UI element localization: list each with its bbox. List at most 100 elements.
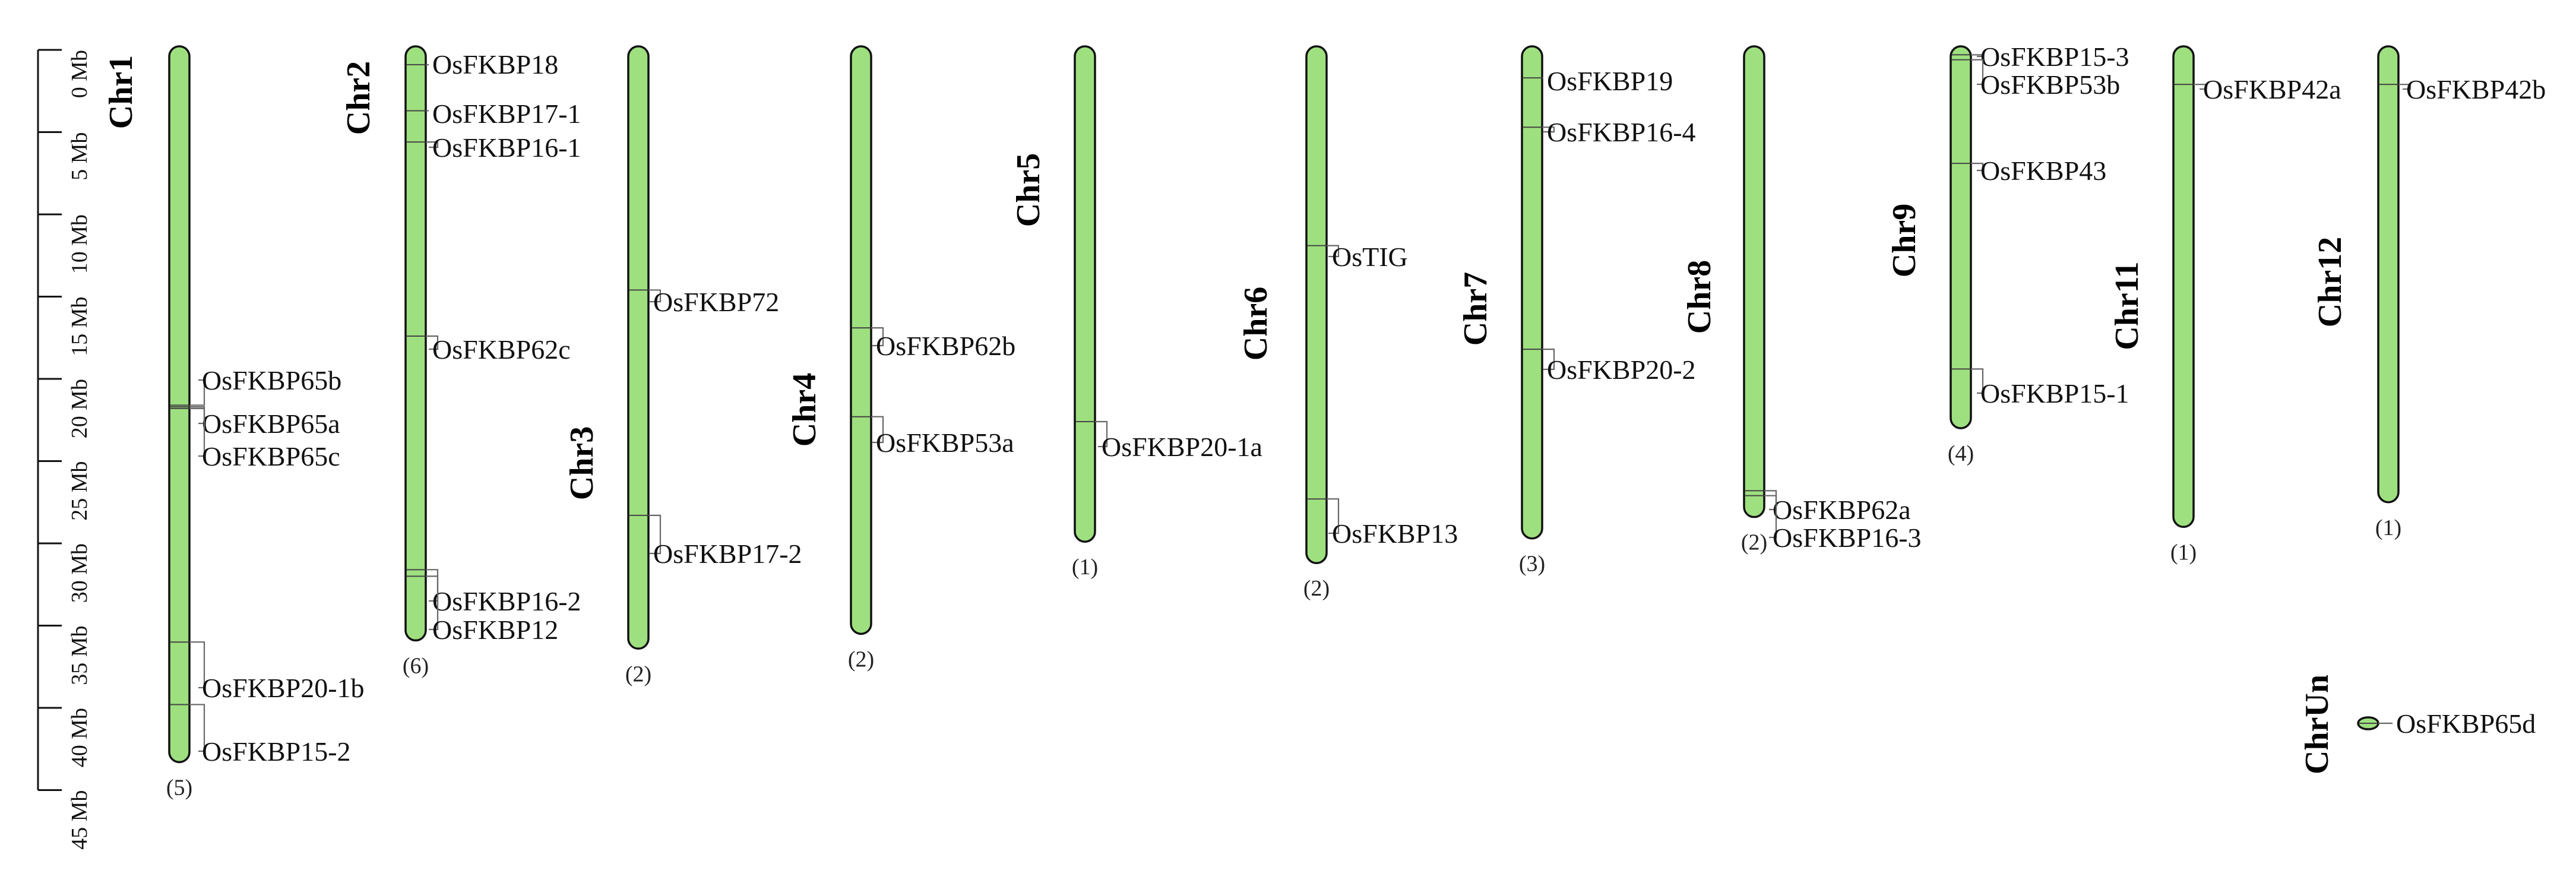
scale-tick-label: 5 Mb [67,132,92,181]
gene-marker: OsFKBP65c [170,407,340,472]
gene-marker: OsFKBP20-1a [1076,420,1262,462]
chr11-name-label: Chr11 [2109,261,2145,350]
gene-marker: OsFKBP16-4 [1523,117,1696,147]
gene-label: OsFKBP13 [1332,518,1458,549]
gene-leader-line [426,335,439,350]
scale-tick-label: 10 Mb [67,214,92,274]
chr1-body [168,45,191,764]
chr1-name-label: Chr1 [103,55,140,129]
gene-marker: OsFKBP20-1b [170,641,365,703]
scale-tick-label: 30 Mb [67,543,92,603]
gene-leader-line [871,327,884,347]
gene-marker: OsFKBP20-2 [1523,349,1696,385]
gene-leader-line [1764,495,1777,539]
gene-leader-line [1327,245,1340,258]
gene-label: OsFKBP16-4 [1547,117,1696,147]
chr12-gene-count: (1) [2375,515,2401,540]
scale-tick-label: 25 Mb [67,461,92,521]
gene-leader-line [189,407,205,457]
gene-leader-line [1971,368,1984,394]
chromosome-chr9: Chr9(4)OsFKBP15-3OsFKBP53bOsFKBP43OsFKBP… [1886,42,2129,466]
gene-marker: OsFKBP53b [1952,59,2120,100]
gene-marker: OsFKBP19 [1523,66,1673,96]
gene-marker: OsFKBP13 [1308,498,1458,549]
gene-leader-line [1971,54,1984,58]
chr12-body [2377,45,2400,504]
gene-label: OsFKBP16-2 [432,586,581,616]
gene-marker: OsFKBP62b [852,327,1015,361]
chrun-name-label: ChrUn [2299,675,2336,774]
scale-tick-label: 0 Mb [67,50,92,98]
gene-label: OsFKBP65a [202,409,340,439]
gene-leader-line [426,141,439,148]
gene-label: OsFKBP17-2 [653,539,802,569]
gene-marker: OsFKBP12 [407,575,558,645]
gene-leader-line [648,514,662,555]
gene-label: OsFKBP65b [202,365,341,395]
gene-leader-line [2398,84,2412,90]
gene-leader-line [648,289,662,303]
gene-label: OsFKBP20-2 [1547,355,1696,385]
scale-tick-label: 45 Mb [67,790,92,850]
chr9-gene-count: (4) [1948,441,1974,466]
scale-tick-label: 20 Mb [67,379,92,438]
gene-marker: OsFKBP43 [1952,156,2106,186]
gene-marker: OsFKBP53a [852,416,1014,458]
gene-leader-line [1542,349,1555,371]
chromosome-chr11: Chr11 (1) OsFKBP42a [2109,45,2341,565]
gene-label: OsFKBP42a [2203,74,2341,105]
gene-marker: OsFKBP17-2 [629,514,802,569]
chr1-gene-count: (5) [166,775,192,800]
chr7-name-label: Chr7 [1457,272,1494,346]
gene-marker: OsFKBP42b [2379,74,2546,105]
chromosome-chr1: Chr1 (5) OsFKBP65bOsFKBP65aOsFKBP65cOsFKBP… [103,45,365,800]
chr12-name-label: Chr12 [2312,237,2349,327]
gene-label: OsFKBP62a [1773,495,1911,525]
scale-tick-label: 40 Mb [67,708,92,767]
gene-label: OsTIG [1332,242,1408,272]
gene-marker: OsFKBP17-1 [407,99,581,129]
chr3-body [627,45,650,650]
chr4-name-label: Chr4 [786,373,823,447]
gene-label: OsFKBP53b [1980,69,2120,100]
gene-leader-line [1542,126,1555,133]
chr6-gene-count: (2) [1303,576,1330,601]
gene-marker: OsFKBP16-1 [407,132,581,163]
gene-label: OsFKBP16-1 [432,132,581,163]
gene-label: OsFKBP15-1 [1980,378,2129,409]
gene-label: OsFKBP12 [432,615,558,645]
gene-label: OsFKBP42b [2406,74,2546,105]
gene-leader-line [189,379,205,406]
gene-marker: OsFKBP65a [170,406,340,439]
chromosome-chr12: Chr12 (1) OsFKBP42b [2312,45,2546,540]
gene-label: OsFKBP62b [876,331,1015,361]
gene-label: OsFKBP20-1b [202,673,365,703]
gene-label: OsFKBP62c [432,334,571,365]
gene-label: OsFKBP19 [1547,66,1673,96]
gene-leader-line [1327,498,1340,534]
scale-tick-label: 35 Mb [67,626,92,685]
gene-marker: OsFKBP62c [407,334,571,365]
chr11-gene-count: (1) [2170,540,2197,565]
gene-marker: OsFKBP62a [1745,490,1911,525]
gene-marker: OsTIG [1308,242,1408,272]
gene-leader-line [189,641,205,689]
gene-marker: OsFKBP15-1 [1952,368,2129,409]
chr5-gene-count: (1) [1072,555,1098,580]
gene-marker: OsFKBP16-3 [1745,495,1922,553]
gene-label: OsFKBP17-1 [432,99,581,129]
gene-leader-line [1971,163,1984,172]
chr9-body [1950,45,1972,429]
chr8-body [1743,45,1765,518]
gene-marker: OsFKBP72 [629,287,779,317]
chr5-name-label: Chr5 [1010,153,1047,227]
gene-label: OsFKBP16-3 [1773,523,1922,553]
chr5-body [1074,45,1096,543]
